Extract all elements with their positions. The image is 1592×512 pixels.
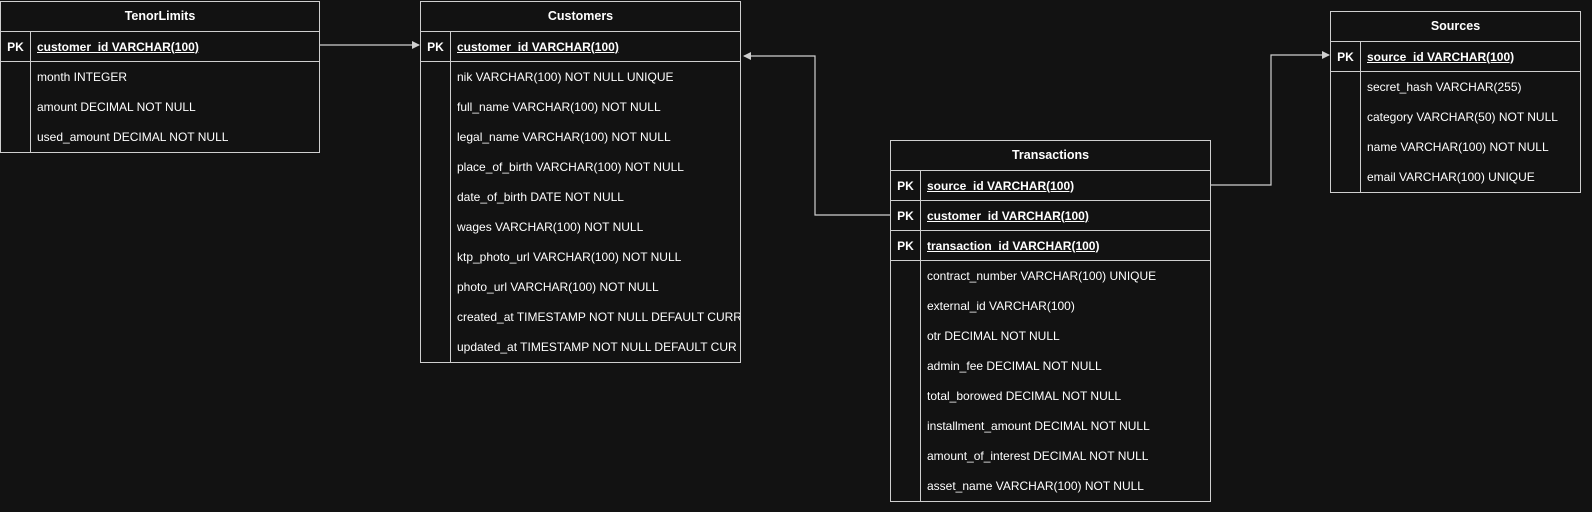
key-gutter <box>1331 72 1361 192</box>
pk-field: transaction_id VARCHAR(100) <box>927 238 1100 253</box>
pk-badge: PK <box>1331 42 1361 71</box>
pk-row[interactable]: PK source_id VARCHAR(100) <box>1331 42 1580 72</box>
pk-row[interactable]: PK source_id VARCHAR(100) <box>891 171 1210 201</box>
pk-field: customer_id VARCHAR(100) <box>457 39 619 54</box>
entity-tenorlimits[interactable]: TenorLimits PK customer_id VARCHAR(100) … <box>0 1 320 153</box>
attribute-field: updated_at TIMESTAMP NOT NULL DEFAULT CU… <box>457 340 737 354</box>
key-gutter <box>421 62 451 362</box>
pk-badge: PK <box>891 231 921 260</box>
attribute-field: total_borowed DECIMAL NOT NULL <box>927 389 1122 403</box>
attribute-row[interactable]: name VARCHAR(100) NOT NULL <box>1331 132 1580 162</box>
pk-field: source_id VARCHAR(100) <box>927 178 1075 193</box>
attribute-list: secret_hash VARCHAR(255) category VARCHA… <box>1331 72 1580 192</box>
entity-title: Sources <box>1331 12 1580 42</box>
attribute-row[interactable]: category VARCHAR(50) NOT NULL <box>1331 102 1580 132</box>
attribute-row[interactable]: total_borowed DECIMAL NOT NULL <box>891 381 1210 411</box>
pk-row[interactable]: PK customer_id VARCHAR(100) <box>421 32 740 62</box>
attribute-field: place_of_birth VARCHAR(100) NOT NULL <box>457 160 684 174</box>
attribute-row[interactable]: created_at TIMESTAMP NOT NULL DEFAULT CU… <box>421 302 740 332</box>
attribute-row[interactable]: amount DECIMAL NOT NULL <box>1 92 319 122</box>
entity-transactions[interactable]: Transactions PK source_id VARCHAR(100) P… <box>890 140 1211 502</box>
attribute-field: external_id VARCHAR(100) <box>927 299 1075 313</box>
attribute-field: email VARCHAR(100) UNIQUE <box>1367 170 1535 184</box>
attribute-row[interactable]: used_amount DECIMAL NOT NULL <box>1 122 319 152</box>
attribute-field: date_of_birth DATE NOT NULL <box>457 190 624 204</box>
attribute-row[interactable]: secret_hash VARCHAR(255) <box>1331 72 1580 102</box>
attribute-field: contract_number VARCHAR(100) UNIQUE <box>927 269 1157 283</box>
attribute-row[interactable]: full_name VARCHAR(100) NOT NULL <box>421 92 740 122</box>
attribute-row[interactable]: contract_number VARCHAR(100) UNIQUE <box>891 261 1210 291</box>
entity-title: Customers <box>421 2 740 32</box>
attribute-row[interactable]: photo_url VARCHAR(100) NOT NULL <box>421 272 740 302</box>
pk-badge: PK <box>1 32 31 61</box>
attribute-field: legal_name VARCHAR(100) NOT NULL <box>457 130 671 144</box>
attribute-row[interactable]: amount_of_interest DECIMAL NOT NULL <box>891 441 1210 471</box>
pk-field: source_id VARCHAR(100) <box>1367 49 1515 64</box>
attribute-row[interactable]: legal_name VARCHAR(100) NOT NULL <box>421 122 740 152</box>
attribute-field: ktp_photo_url VARCHAR(100) NOT NULL <box>457 250 682 264</box>
attribute-row[interactable]: nik VARCHAR(100) NOT NULL UNIQUE <box>421 62 740 92</box>
attribute-row[interactable]: date_of_birth DATE NOT NULL <box>421 182 740 212</box>
attribute-field: month INTEGER <box>37 70 128 84</box>
attribute-field: asset_name VARCHAR(100) NOT NULL <box>927 479 1144 493</box>
pk-row[interactable]: PK customer_id VARCHAR(100) <box>1 32 319 62</box>
attribute-field: name VARCHAR(100) NOT NULL <box>1367 140 1549 154</box>
attribute-field: admin_fee DECIMAL NOT NULL <box>927 359 1102 373</box>
attribute-field: full_name VARCHAR(100) NOT NULL <box>457 100 661 114</box>
pk-field: customer_id VARCHAR(100) <box>37 39 199 54</box>
attribute-list: contract_number VARCHAR(100) UNIQUE exte… <box>891 261 1210 501</box>
pk-row[interactable]: PK transaction_id VARCHAR(100) <box>891 231 1210 261</box>
attribute-row[interactable]: updated_at TIMESTAMP NOT NULL DEFAULT CU… <box>421 332 740 362</box>
attribute-field: otr DECIMAL NOT NULL <box>927 329 1060 343</box>
entity-customers[interactable]: Customers PK customer_id VARCHAR(100) ni… <box>420 1 741 363</box>
attribute-field: wages VARCHAR(100) NOT NULL <box>457 220 644 234</box>
entity-title: TenorLimits <box>1 2 319 32</box>
attribute-row[interactable]: wages VARCHAR(100) NOT NULL <box>421 212 740 242</box>
attribute-field: secret_hash VARCHAR(255) <box>1367 80 1522 94</box>
attribute-list: nik VARCHAR(100) NOT NULL UNIQUE full_na… <box>421 62 740 362</box>
attribute-row[interactable]: month INTEGER <box>1 62 319 92</box>
attribute-row[interactable]: ktp_photo_url VARCHAR(100) NOT NULL <box>421 242 740 272</box>
attribute-row[interactable]: email VARCHAR(100) UNIQUE <box>1331 162 1580 192</box>
attribute-row[interactable]: asset_name VARCHAR(100) NOT NULL <box>891 471 1210 501</box>
pk-badge: PK <box>421 32 451 61</box>
attribute-row[interactable]: installment_amount DECIMAL NOT NULL <box>891 411 1210 441</box>
attribute-row[interactable]: place_of_birth VARCHAR(100) NOT NULL <box>421 152 740 182</box>
attribute-row[interactable]: admin_fee DECIMAL NOT NULL <box>891 351 1210 381</box>
edge-transactions-customers <box>743 52 890 216</box>
entity-sources[interactable]: Sources PK source_id VARCHAR(100) secret… <box>1330 11 1581 193</box>
pk-badge: PK <box>891 171 921 200</box>
attribute-field: created_at TIMESTAMP NOT NULL DEFAULT CU… <box>457 310 740 324</box>
edge-transactions-sources <box>1211 51 1330 186</box>
attribute-field: used_amount DECIMAL NOT NULL <box>37 130 229 144</box>
attribute-field: nik VARCHAR(100) NOT NULL UNIQUE <box>457 70 674 84</box>
attribute-row[interactable]: external_id VARCHAR(100) <box>891 291 1210 321</box>
key-gutter <box>891 261 921 501</box>
attribute-row[interactable]: otr DECIMAL NOT NULL <box>891 321 1210 351</box>
key-gutter <box>1 62 31 152</box>
attribute-field: category VARCHAR(50) NOT NULL <box>1367 110 1558 124</box>
pk-row[interactable]: PK customer_id VARCHAR(100) <box>891 201 1210 231</box>
attribute-field: photo_url VARCHAR(100) NOT NULL <box>457 280 659 294</box>
entity-title: Transactions <box>891 141 1210 171</box>
attribute-field: installment_amount DECIMAL NOT NULL <box>927 419 1150 433</box>
pk-field: customer_id VARCHAR(100) <box>927 208 1089 223</box>
pk-badge: PK <box>891 201 921 230</box>
attribute-field: amount DECIMAL NOT NULL <box>37 100 196 114</box>
attribute-list: month INTEGER amount DECIMAL NOT NULL us… <box>1 62 319 152</box>
attribute-field: amount_of_interest DECIMAL NOT NULL <box>927 449 1149 463</box>
